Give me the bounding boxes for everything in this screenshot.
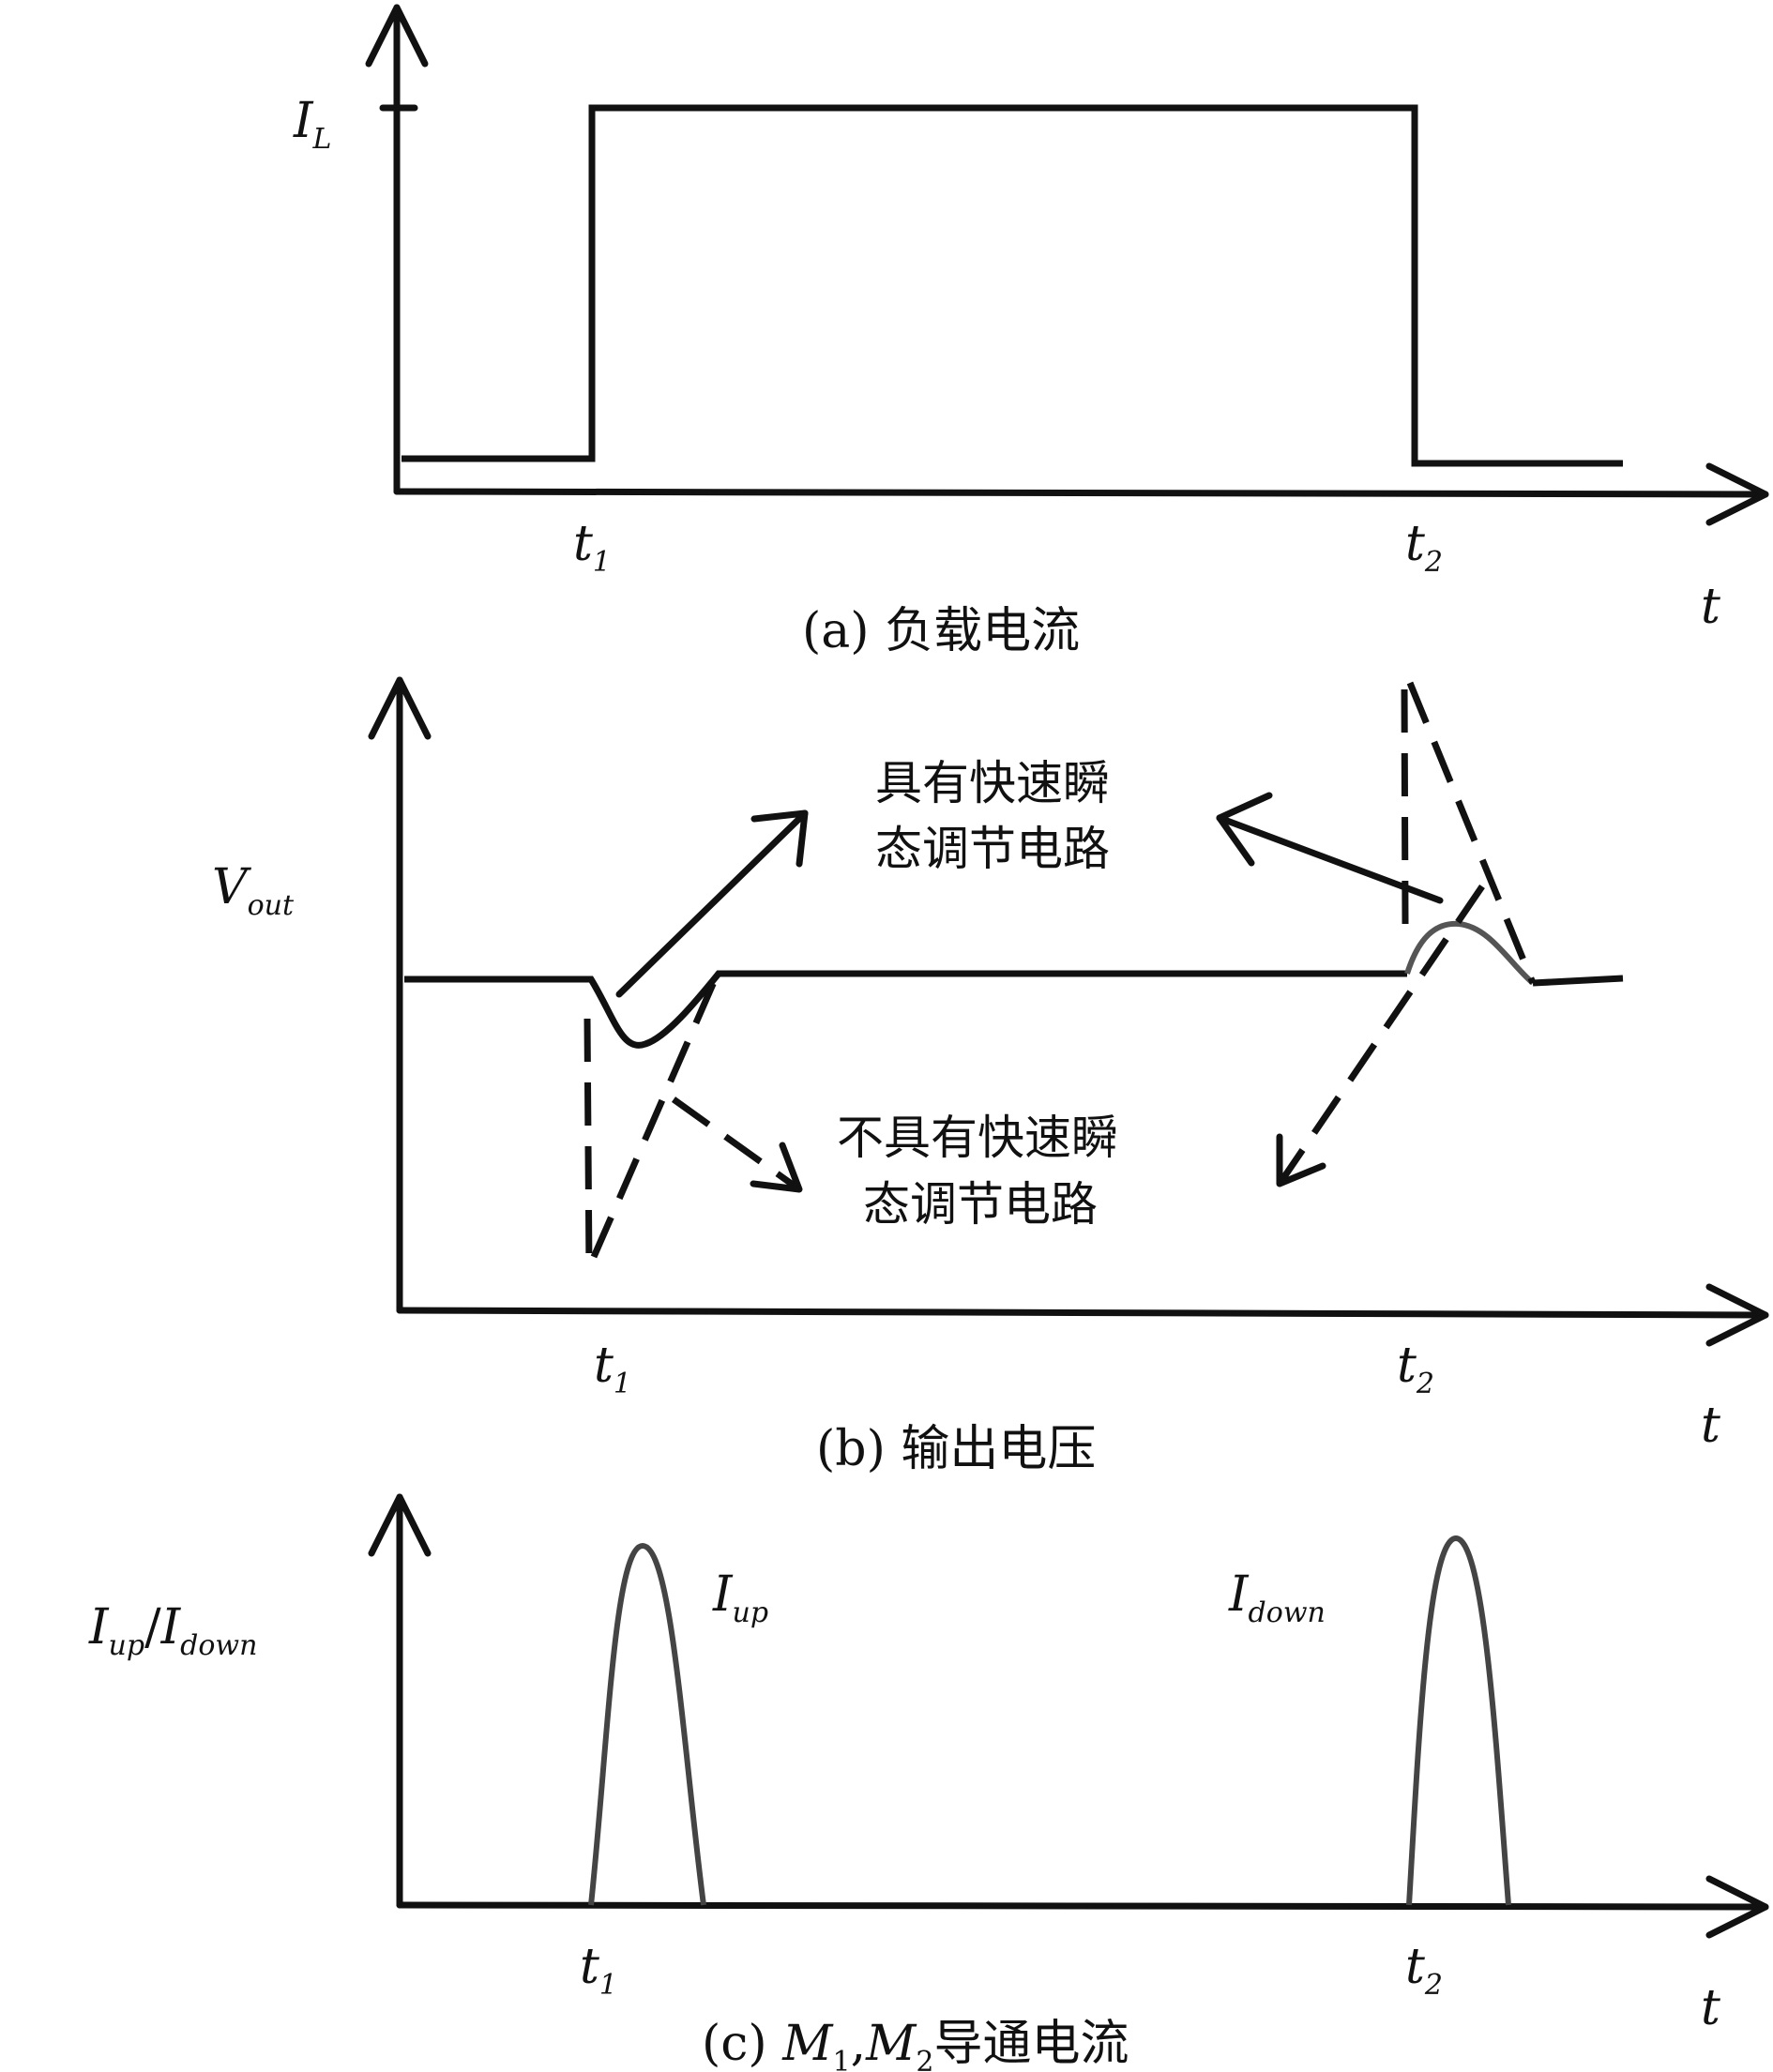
panel-b-x-axis bbox=[396, 1307, 1769, 1319]
panel-b-t1-label: t1 bbox=[594, 1338, 631, 1400]
arrow-slow-left-head bbox=[750, 1142, 803, 1193]
panel-c-t2-label: t2 bbox=[1405, 1939, 1443, 2002]
vout-undershoot-dashed-recover bbox=[590, 974, 720, 1259]
panel-a-t2-label: t2 bbox=[1405, 516, 1443, 579]
panel-c-x-label: t bbox=[1701, 1980, 1720, 2036]
vout-overshoot-fast bbox=[1404, 920, 1535, 986]
panel-b-caption: (b) 输出电压 bbox=[816, 1421, 1096, 1477]
panel-a-x-label: t bbox=[1701, 579, 1720, 635]
arrow-fast-left-head bbox=[750, 809, 809, 868]
arrow-fast-left bbox=[615, 809, 809, 998]
panel-b-output-voltage: 具有快速瞬 态调节电路 不具有快速瞬 态调节电路 Vout t1 t2 t (b… bbox=[212, 676, 1769, 1477]
panel-a-y-label: IL bbox=[293, 93, 331, 156]
panel-c-t1-label: t1 bbox=[580, 1939, 617, 2002]
arrow-fast-right bbox=[1216, 814, 1444, 904]
vout-overshoot-dashed-down bbox=[1406, 681, 1537, 985]
arrow-fast-right-head bbox=[1216, 792, 1273, 867]
pulse-down-label: Idown bbox=[1228, 1566, 1326, 1629]
arrow-slow-right bbox=[1277, 885, 1485, 1186]
panel-b-y-label: Vout bbox=[212, 859, 295, 922]
vout-with-fast-regulation bbox=[404, 970, 1407, 1049]
arrow-slow-right-head bbox=[1276, 1133, 1326, 1187]
panel-a-load-current: IL t1 t2 t (a) 负载电流 bbox=[293, 4, 1769, 659]
panel-c-y-label: Iup/Idown bbox=[88, 1599, 257, 1662]
panel-c-caption: (c) M1,M2导通电流 bbox=[702, 2016, 1129, 2072]
note-fast-line-2: 态调节电路 bbox=[875, 822, 1110, 876]
i-up-pulse bbox=[588, 1542, 706, 1906]
panel-b-t2-label: t2 bbox=[1397, 1338, 1434, 1400]
panel-a-t1-label: t1 bbox=[573, 516, 611, 579]
panel-b-x-label: t bbox=[1701, 1398, 1720, 1454]
note-fast-line-1: 具有快速瞬 bbox=[875, 756, 1110, 810]
panel-a-x-arrowhead bbox=[1705, 462, 1769, 526]
panel-c-x-axis bbox=[396, 1901, 1769, 1911]
note-slow-line-1: 不具有快速瞬 bbox=[837, 1111, 1118, 1165]
load-current-waveform bbox=[402, 104, 1623, 467]
panel-a-x-axis bbox=[393, 488, 1769, 498]
panel-c-conduction-current: Iup Idown Iup/Idown t1 t2 t (c) M1,M2导通电… bbox=[88, 1493, 1769, 2072]
pulse-up-label: Iup bbox=[712, 1566, 768, 1629]
panel-b-y-arrowhead bbox=[368, 676, 432, 740]
panel-a-caption: (a) 负载电流 bbox=[802, 603, 1080, 659]
panel-c-y-arrowhead bbox=[368, 1493, 432, 1557]
vout-undershoot-dashed-down bbox=[583, 1018, 593, 1273]
vout-tail bbox=[1532, 975, 1624, 987]
note-slow-line-2: 态调节电路 bbox=[863, 1177, 1098, 1232]
panel-b-x-arrowhead bbox=[1705, 1283, 1769, 1347]
i-down-pulse bbox=[1406, 1535, 1511, 1906]
panel-a-y-arrowhead bbox=[365, 4, 429, 68]
vout-overshoot-dashed-up bbox=[1401, 682, 1409, 925]
arrow-slow-left bbox=[671, 1096, 802, 1192]
panel-c-x-arrowhead bbox=[1705, 1875, 1769, 1939]
